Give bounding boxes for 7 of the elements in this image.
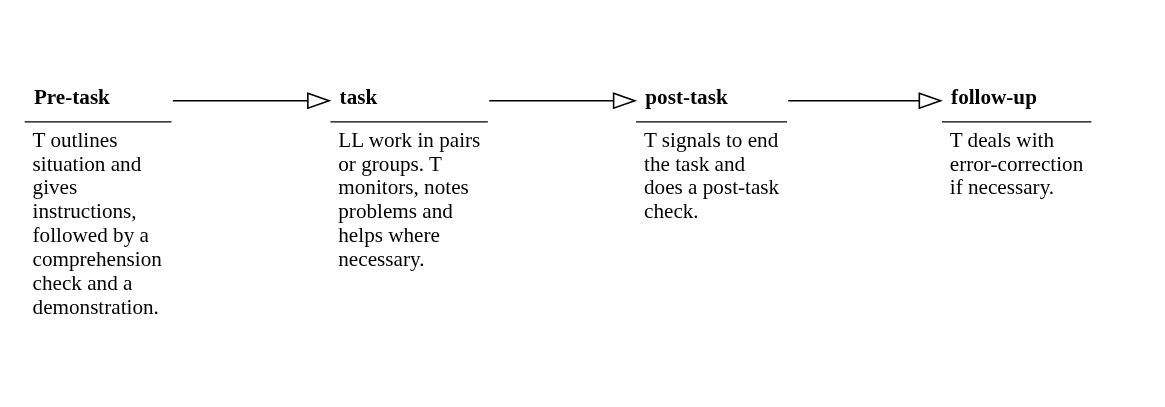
node-text: follow-up T deals with error-correction if necessary. <box>949 84 1084 199</box>
node-text: task LL work in pairs or groups. T monitors, notes problems and helps where necessary. <box>338 84 481 271</box>
node-text: post-task T signals to end the task and does a post-task check. <box>644 84 780 223</box>
arrow <box>787 91 943 109</box>
node-text: Pre-task T outlines situation and gives instructions, followed by a comprehension check and a demonstration. <box>32 84 162 319</box>
arrow <box>488 91 638 109</box>
arrow <box>172 91 332 109</box>
